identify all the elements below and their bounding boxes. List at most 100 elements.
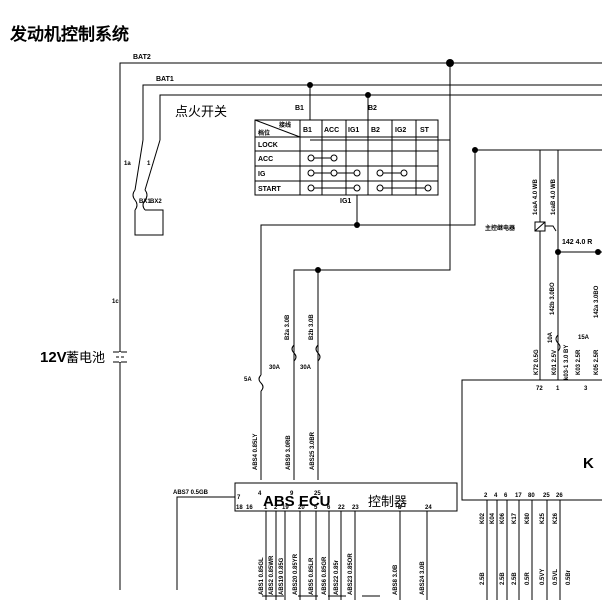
- abs-pin-18: 18: [236, 505, 243, 511]
- abs-pin-2: 2: [274, 505, 278, 511]
- abs5-label: ABS5 0.85LR: [309, 557, 315, 595]
- col-b2: B2: [371, 127, 380, 134]
- col-acc: ACC: [324, 127, 339, 134]
- abs24-label: ABS24 3.0B: [420, 561, 426, 595]
- k-pin-72: 72: [536, 386, 543, 392]
- bx1-label: BX1: [139, 199, 151, 205]
- k03-label: K03 2.5R: [576, 349, 582, 375]
- abs20-label: ABS20 0.85YR: [293, 553, 299, 595]
- b1-feed-wire: [159, 94, 602, 140]
- k03-1-label: k03-1 3.0 BY: [564, 345, 570, 380]
- k80-wire-label: 0.5VY: [540, 569, 546, 585]
- b1-label: B1: [295, 105, 304, 112]
- abs1-label: ABS1 0.85GL: [259, 557, 265, 595]
- k-pin-80: 80: [528, 493, 535, 499]
- abs-pin-22: 22: [338, 505, 345, 511]
- abs-pin-16: 16: [246, 505, 253, 511]
- w142-label: 142 4.0 R: [562, 239, 592, 246]
- b2b-label: B2b 3.0B: [309, 314, 315, 340]
- diagram-title: 发动机控制系统: [9, 24, 129, 45]
- fuse-10a-label: 10A: [548, 331, 554, 343]
- abs22-label: ABS22 0.85r: [334, 559, 340, 595]
- k05-label: K05 2.5R: [594, 349, 600, 375]
- abs-pin-6: 6: [327, 505, 331, 511]
- ig1-label: IG1: [340, 198, 351, 205]
- fuse-5a-icon: [258, 374, 264, 392]
- abs4-label: ABS4 0.85LY: [253, 434, 259, 470]
- k02-wire-label: 2.5B: [480, 572, 486, 585]
- abs8-label: ABS8 3.0B: [393, 564, 399, 595]
- wire-1c-label: 1c: [112, 299, 119, 305]
- k17-wire-label: 0.5R: [525, 572, 531, 585]
- bat1-wire: [142, 84, 602, 140]
- abs6-label: ABS6 0.85GR: [322, 556, 328, 595]
- k04-wire-label: 2.5B: [500, 572, 506, 585]
- abs7-label: ABS7 0.5GB: [173, 490, 209, 496]
- abs2-label: ABS2 0.85WR: [269, 555, 275, 595]
- w142b-label: 142b 3.0BO: [550, 282, 556, 315]
- abs-ecu-title: ABS ECU: [263, 493, 331, 510]
- w1caa-label: 1caA 4.0 WB: [533, 179, 539, 215]
- corner-header-top: 接线: [278, 121, 291, 129]
- k06-wire-label: 2.5B: [512, 572, 518, 585]
- fuse-5a-label: 5A: [244, 377, 252, 383]
- fuse-b2b-icon: [315, 344, 321, 362]
- k25-wire-label: 0.5VL: [553, 569, 559, 585]
- relay-label: 主控继电器: [485, 224, 516, 232]
- row-lock: LOCK: [258, 142, 278, 149]
- k80-label: K80: [525, 512, 531, 524]
- fuse-10a-icon: [555, 334, 561, 352]
- abs25-label: ABS25 3.0BR: [310, 431, 316, 470]
- bat1-label: BAT1: [156, 76, 174, 83]
- abs-pin-1: 1: [264, 505, 268, 511]
- fuse-30a-2-label: 30A: [300, 365, 312, 371]
- k-pin-1: 1: [556, 386, 560, 392]
- b2-label: B2: [368, 105, 377, 112]
- battery-voltage: 12V: [40, 349, 67, 366]
- k-pin-17: 17: [515, 493, 522, 499]
- k72-label: K72 0.5G: [534, 349, 540, 375]
- fuse-bx1-icon: [132, 189, 138, 211]
- col-ig1: IG1: [348, 127, 359, 134]
- col-st: ST: [420, 127, 430, 134]
- abs-pin-25: 25: [314, 491, 321, 497]
- abs-pin-19: 19: [282, 505, 289, 511]
- fuse-bx2-icon: [142, 189, 148, 211]
- k01-label: K01 2.5V: [552, 350, 558, 375]
- bat2-wire: [119, 62, 602, 590]
- wire-1a-label: 1a: [124, 161, 131, 167]
- k-pin-2: 2: [484, 493, 488, 499]
- k02-label: K02: [480, 512, 486, 524]
- k06-label: K06: [500, 512, 506, 524]
- abs-pin-4: 4: [258, 491, 262, 497]
- abs-bottom-pins: 18 16 1 2 19 20 5 6 22 23 8 24: [236, 505, 432, 511]
- k-pin-3: 3: [584, 386, 588, 392]
- abs19-label: ABS19 0.85G: [279, 557, 285, 595]
- ignition-switch-label: 点火开关: [175, 105, 227, 120]
- k-pin-4: 4: [494, 493, 498, 499]
- row-ig: IG: [258, 171, 266, 178]
- k-bottom-pins: 2 4 6 17 80 25 26: [484, 493, 563, 499]
- abs23-label: ABS23 0.85OR: [348, 553, 354, 595]
- k26-wire-label: 0.5Br: [566, 569, 572, 585]
- k17-label: K17: [512, 512, 518, 524]
- k-ecu-box: [461, 379, 602, 501]
- k-pin-25: 25: [543, 493, 550, 499]
- fuse-b2a-icon: [291, 344, 297, 362]
- col-ig2: IG2: [395, 127, 406, 134]
- abs-pin-7: 7: [237, 495, 241, 501]
- k-pin-26: 26: [556, 493, 563, 499]
- k25-label: K25: [540, 512, 546, 524]
- abs-pin-24: 24: [425, 505, 432, 511]
- row-start: START: [258, 186, 282, 193]
- w142a-label: 142a 3.0BO: [594, 285, 600, 318]
- corner-header-bottom: 档位: [257, 129, 270, 137]
- k-ecu-label: K: [583, 455, 594, 472]
- wire-1-label: 1: [147, 161, 151, 167]
- row-acc: ACC: [258, 156, 273, 163]
- w1cab-label: 1caB 4.0 WB: [551, 178, 557, 215]
- b2a-label: B2a 3.0B: [285, 314, 291, 340]
- abs9-label: ABS9 3.0RB: [286, 435, 292, 470]
